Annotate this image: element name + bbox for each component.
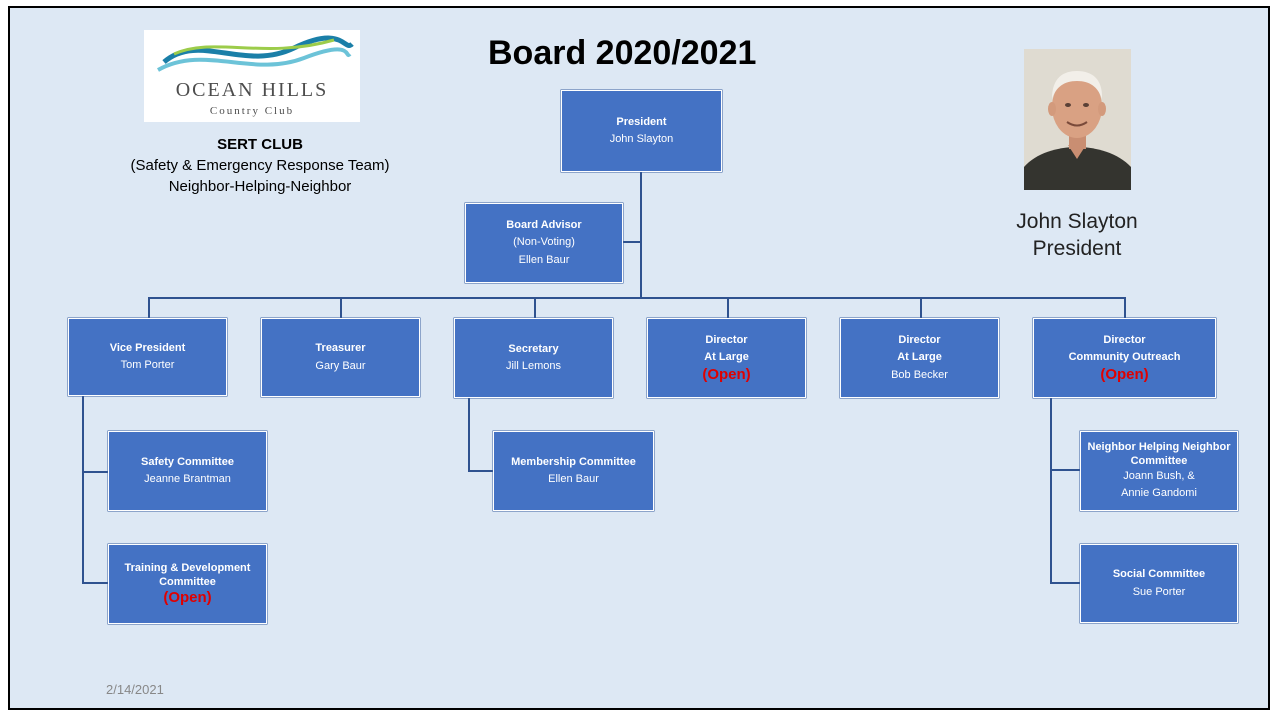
featured-name: John Slayton [1016,210,1138,233]
featured-caption: John Slayton President [974,208,1180,262]
club-motto: Neighbor-Helping-Neighbor [168,178,352,195]
box-name: Bob Becker [891,368,948,381]
connector-secretary-down [468,398,470,472]
neighbor-helping-neighbor-committee-box: Neighbor Helping Neighbor Committee Joan… [1080,431,1238,511]
featured-role: President [1032,237,1122,260]
club-subtitle: (Safety & Emergency Response Team) [130,157,390,174]
club-description: SERT CLUB (Safety & Emergency Response T… [102,134,418,197]
logo-name: OCEAN HILLS [176,79,329,101]
box-note: (Non-Voting) [513,236,575,249]
box-title: Secretary [508,342,559,355]
connector-advisor [622,241,641,243]
box-title: Treasurer [315,342,366,355]
box-title: Director [705,333,748,346]
box-title: President [616,115,667,128]
portrait-image [1024,49,1131,190]
slide-date: 2/14/2021 [106,682,164,697]
box-name: Gary Baur [315,359,366,372]
connector-drop-director3 [1124,297,1126,318]
president-photo [1024,49,1131,190]
open-status: (Open) [702,366,751,384]
connector-training [82,582,108,584]
social-committee-box: Social Committee Sue Porter [1080,544,1238,623]
box-name: Ellen Baur [548,473,599,485]
box-name: John Slayton [609,133,674,145]
director-at-large-box: Director At Large Bob Becker [840,318,999,398]
connector-safety [82,471,108,473]
connector-drop-director1 [727,297,729,318]
connector-drop-vp [148,297,150,318]
treasurer-box: Treasurer Gary Baur [261,318,420,397]
box-name: Jill Lemons [505,360,562,372]
connector-drop-treasurer [340,297,342,318]
slide: Board 2020/2021 OCEAN HILLS Country Club… [8,6,1270,710]
membership-committee-box: Membership Committee Ellen Baur [493,431,654,511]
club-name: SERT CLUB [217,136,303,153]
connector-social [1050,582,1080,584]
box-subtitle: At Large [897,351,942,364]
box-subtitle: Community Outreach [1068,351,1181,363]
wave-logo-icon: OCEAN HILLS Country Club [157,35,354,117]
box-name: Jeanne Brantman [144,473,231,485]
board-advisor-box: Board Advisor (Non-Voting) Ellen Baur [465,203,623,283]
page-title: Board 2020/2021 [488,34,757,72]
connector-drop-director2 [920,297,922,318]
open-status: (Open) [1100,366,1149,384]
connector-drop-secretary [534,297,536,318]
box-title: Training & Development Committee [124,561,251,588]
box-name: Sue Porter [1132,585,1186,598]
box-title: Neighbor Helping Neighbor Committee [1087,440,1231,467]
training-development-committee-box: Training & Development Committee (Open) [108,544,267,624]
box-title: Social Committee [1112,568,1206,581]
box-name-2: Annie Gandomi [1121,487,1197,500]
logo-subtitle: Country Club [210,105,294,117]
box-title: Safety Committee [141,455,234,468]
box-name: Tom Porter [120,359,175,371]
vice-president-box: Vice President Tom Porter [68,318,227,396]
box-name: Ellen Baur [518,253,570,266]
connector-board-bus [148,297,1126,299]
director-at-large-box: Director At Large (Open) [647,318,806,398]
box-name: Joann Bush, & [1123,470,1195,483]
box-title: Director [1103,333,1146,346]
director-community-outreach-box: Director Community Outreach (Open) [1033,318,1216,398]
box-title: Vice President [109,341,186,354]
connector-vp-down [82,396,84,584]
box-title: Director [898,334,941,347]
open-status: (Open) [163,589,212,607]
secretary-box: Secretary Jill Lemons [454,318,613,398]
ocean-hills-logo: OCEAN HILLS Country Club [144,30,360,122]
safety-committee-box: Safety Committee Jeanne Brantman [108,431,267,511]
connector-membership [468,470,494,472]
box-title: Membership Committee [511,455,636,468]
box-title: Board Advisor [506,219,582,232]
connector-president-down [640,172,642,298]
president-box: President John Slayton [561,90,722,172]
connector-nhn [1050,469,1080,471]
connector-director3-down [1050,398,1052,584]
box-subtitle: At Large [704,351,749,363]
